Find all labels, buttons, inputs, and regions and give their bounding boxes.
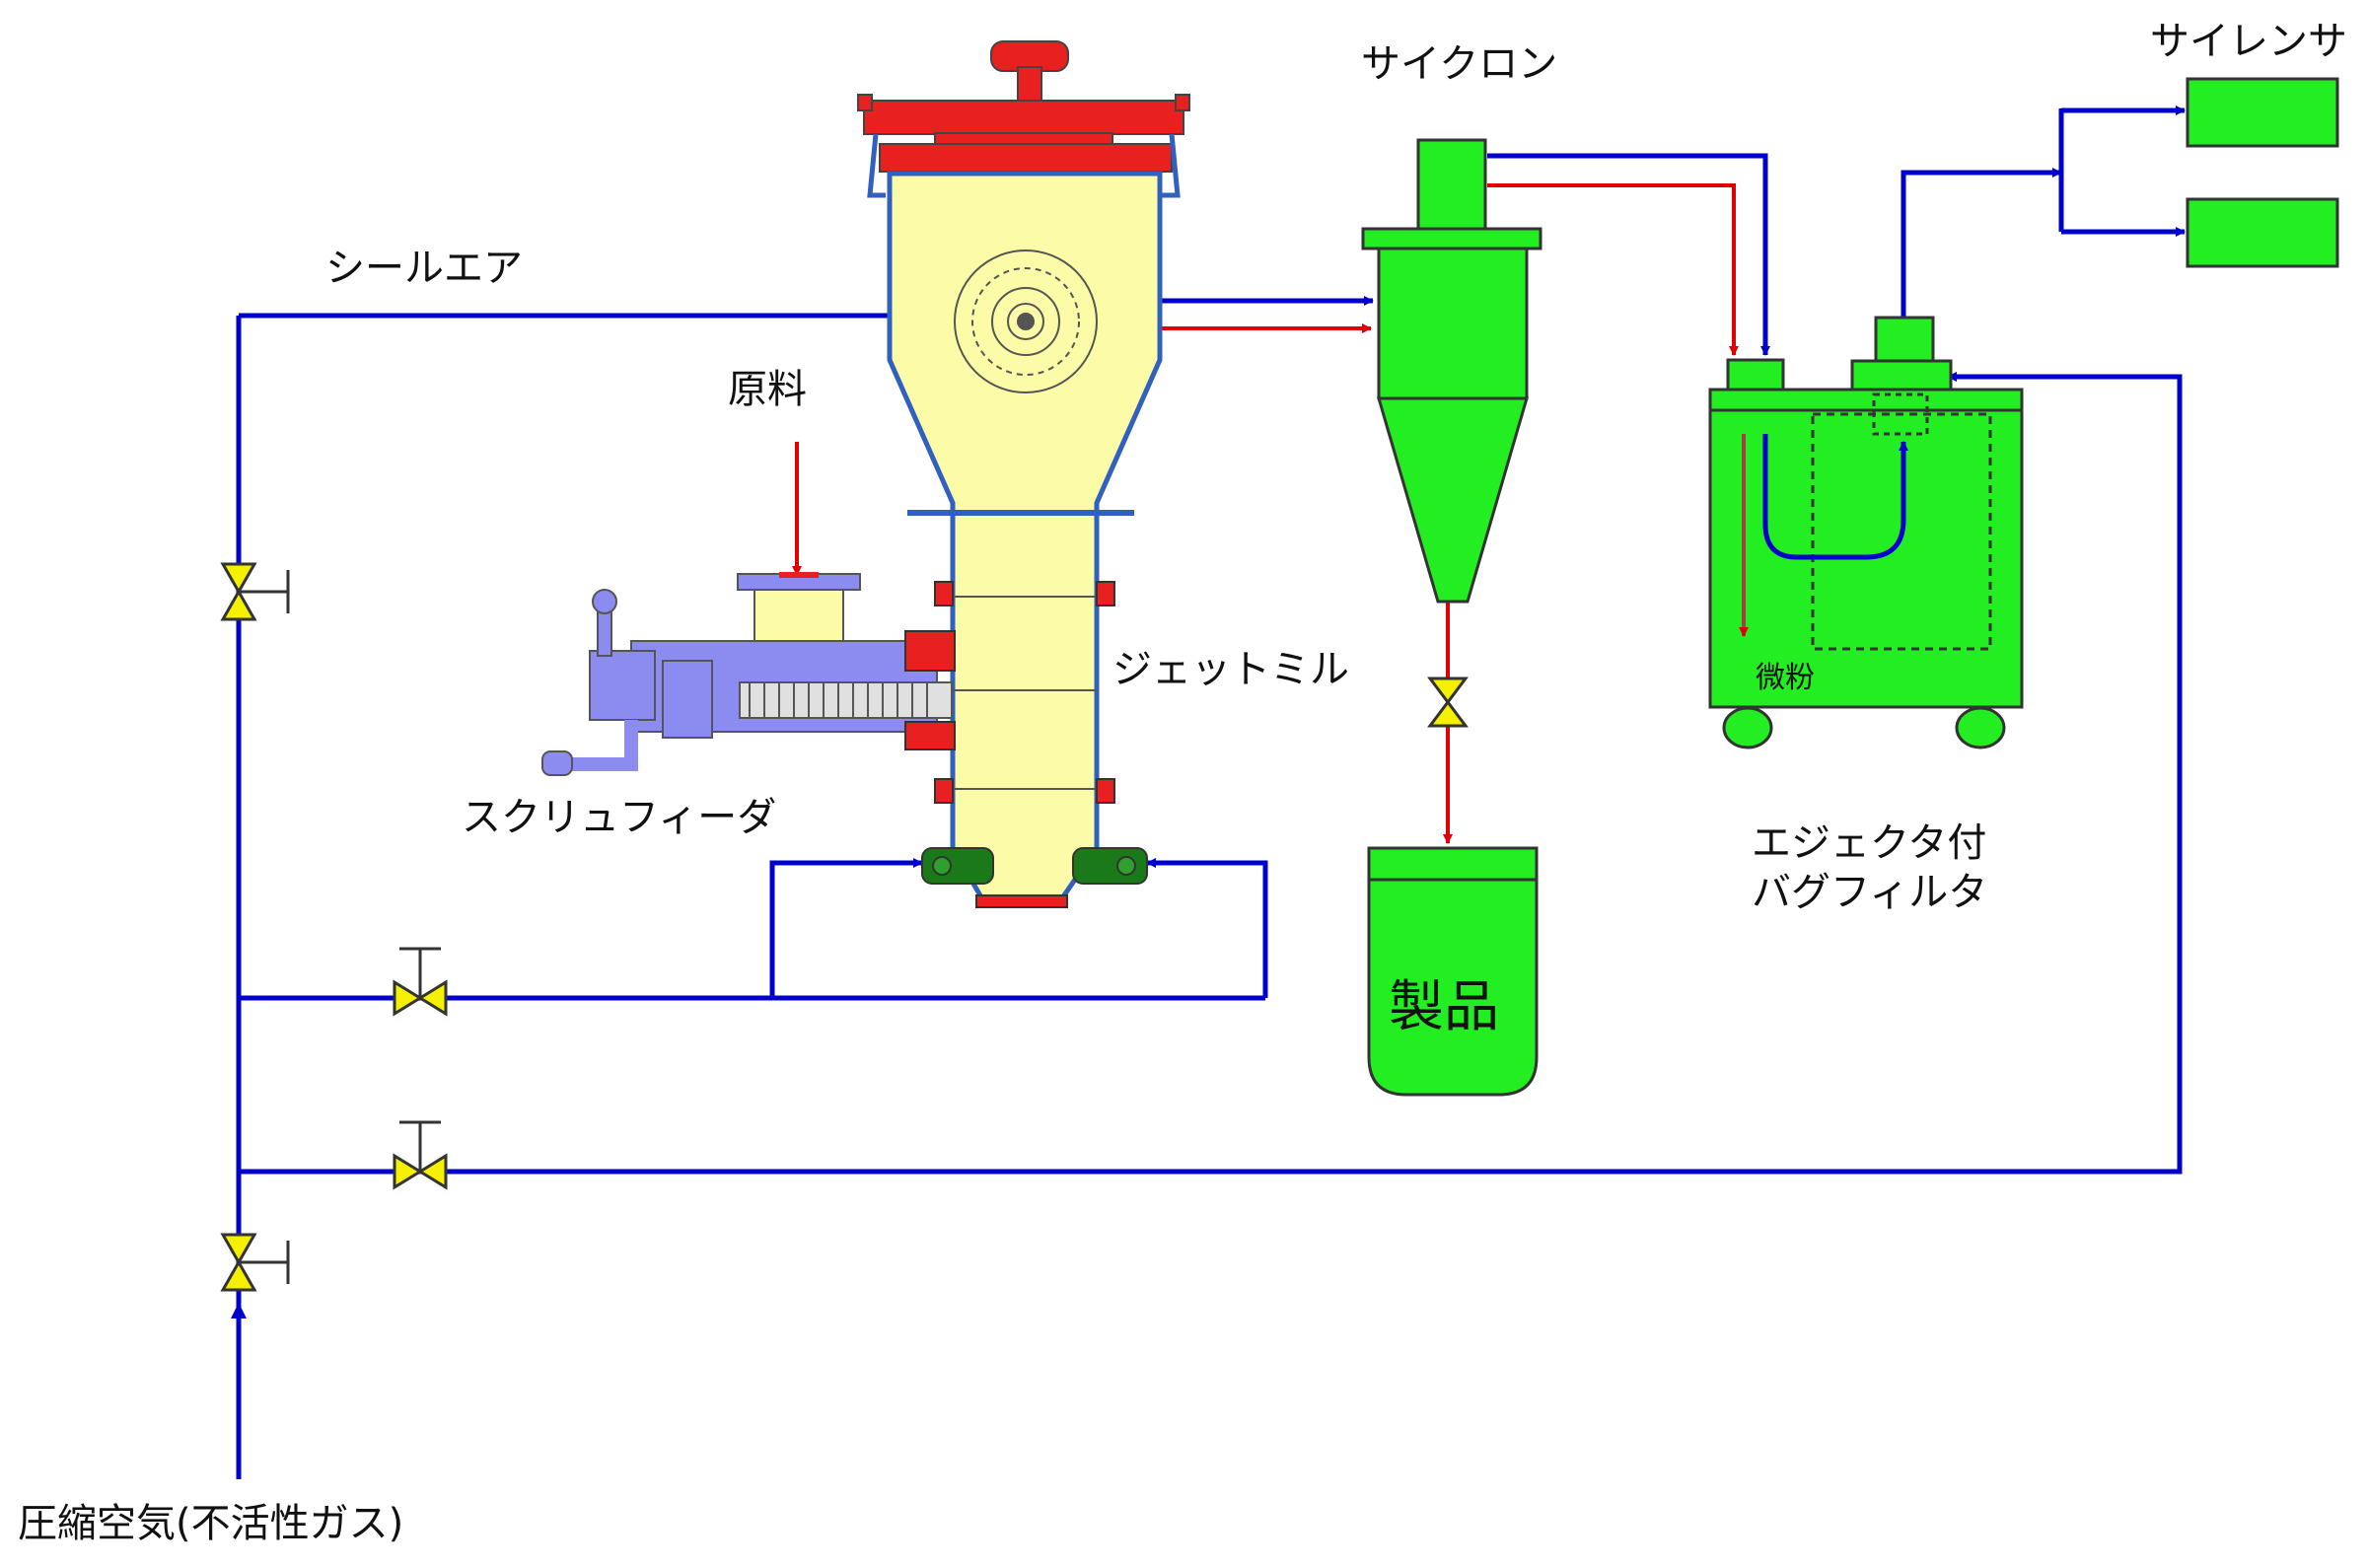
nozzle-left-feed <box>769 858 923 998</box>
filter-wheels <box>1722 706 2006 749</box>
compressed-air-label: 圧縮空気(不活性ガス) <box>18 1501 403 1546</box>
screw-feeder-label: スクリュフィーダ <box>462 795 776 840</box>
grinding-nozzles <box>921 847 1148 885</box>
ejector-loop <box>1762 434 1908 560</box>
mill-body <box>887 171 1163 905</box>
bag-filter-label-line1: エジェクタ付 <box>1752 820 1986 866</box>
raw-material-label: 原料 <box>728 367 807 412</box>
cyclone-to-filter-product <box>1487 183 1739 356</box>
silencer-bottom <box>2186 197 2339 268</box>
valve-upper-header[interactable] <box>220 562 290 621</box>
cyclone-body <box>1377 247 1529 400</box>
lid-clamp-left <box>867 133 886 198</box>
valve-ejector-air[interactable] <box>393 1120 448 1190</box>
mill-lid <box>857 40 1190 173</box>
cyclone-top-flange <box>1361 227 1542 250</box>
cyclone <box>1361 138 1542 604</box>
filter-inlet-nozzle <box>1726 358 1785 392</box>
feeder-mill-flange <box>904 630 956 672</box>
filter-bag <box>1811 412 1992 651</box>
classifier-wheel <box>954 249 1098 393</box>
mill-flanges <box>934 581 1115 908</box>
feeder-handle <box>552 720 638 771</box>
air-piping <box>231 106 2186 1479</box>
valve-lower-header[interactable] <box>220 1233 290 1292</box>
valve-grinding-air[interactable] <box>393 947 448 1017</box>
product-container <box>1367 846 1539 1097</box>
filter-to-silencer-line <box>1901 168 2062 318</box>
cyclone-label: サイクロン <box>1361 41 1557 87</box>
feeder-gearbox <box>589 650 656 721</box>
filter-outlet-base <box>1850 359 1953 392</box>
jet-mill <box>857 40 1190 908</box>
lid-clamp-right <box>1162 133 1181 198</box>
cyclone-to-filter-air <box>1487 153 1770 356</box>
screw-shaft <box>739 681 953 719</box>
cyclone-cone <box>1377 396 1529 604</box>
screw-feeder <box>541 572 956 776</box>
nozzle-right-feed <box>1146 858 1268 998</box>
valve-cyclone-discharge[interactable] <box>1427 677 1469 728</box>
ejector-air-line <box>239 372 2183 1175</box>
seal-air-label: シールエア <box>325 246 523 291</box>
filter-housing <box>1708 388 2024 709</box>
jet-mill-label: ジェットミル <box>1112 647 1349 692</box>
silencer-top <box>2186 77 2339 148</box>
silencer-label: サイレンサ <box>2150 19 2347 64</box>
product-label: 製品 <box>1389 975 1499 1039</box>
bag-filter-label-line2: バグフィルタ <box>1752 870 1987 915</box>
bag-filter <box>1708 316 2024 749</box>
fine-powder-label: 微粉 <box>1756 661 1815 695</box>
filter-outlet-stack <box>1874 316 1935 364</box>
cyclone-outlet-pipe <box>1416 138 1487 233</box>
